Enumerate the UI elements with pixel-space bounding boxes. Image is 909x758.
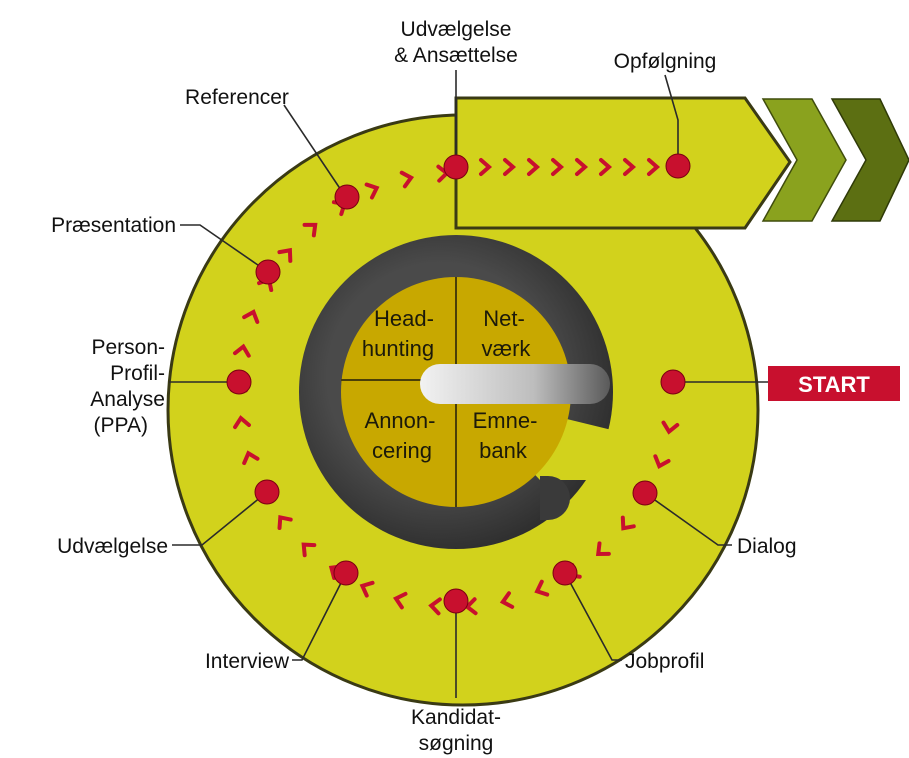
chevron-arrow-2: [830, 98, 909, 222]
leader-referencer: [283, 104, 346, 197]
interview-label: Interview: [205, 650, 290, 673]
path-chevron: [277, 247, 293, 263]
headhunting-label-1: Head-: [374, 306, 434, 331]
dialog-label: Dialog: [737, 535, 797, 558]
dot-opfolgning: [665, 153, 691, 179]
path-chevron: [653, 454, 671, 470]
path-chevron: [527, 158, 541, 176]
dot-udvaelgelse: [254, 479, 280, 505]
e-symbol: [299, 235, 620, 549]
opfolgning-label: Opfølgning: [614, 50, 717, 73]
dot-kandidatsogning: [443, 588, 469, 614]
path-chevron: [599, 158, 613, 176]
path-chevron: [503, 158, 517, 176]
leader-dialog: [644, 492, 732, 546]
dot-praesentation: [255, 259, 281, 285]
emnebank-label-1: Emne-: [473, 408, 538, 433]
start-label: START: [798, 372, 870, 397]
path-chevron: [551, 158, 565, 176]
path-chevron: [479, 158, 493, 176]
start-badge: [768, 366, 900, 401]
annoncering-label-2: cering: [372, 438, 432, 463]
path-chevron: [399, 170, 415, 189]
path-chevron: [302, 222, 318, 238]
leader-lines: [169, 70, 768, 698]
dot-ansaettelse: [443, 154, 469, 180]
ansaettelse-label-1: Udvælgelse: [401, 18, 512, 41]
kandidatsogning-label-2: søgning: [419, 732, 494, 755]
ppa-label-3: Analyse: [90, 388, 165, 411]
path-chevron: [242, 309, 260, 324]
kandidatsogning-label-1: Kandidat-: [411, 706, 501, 729]
path-chevron: [464, 597, 478, 616]
dot-referencer: [334, 184, 360, 210]
path-chevron: [575, 158, 589, 176]
path-chevron: [242, 450, 260, 466]
dot-jobprofil: [552, 560, 578, 586]
netvaerk-label-2: værk: [482, 336, 532, 361]
path-chevron: [499, 591, 515, 609]
leader-opfolgning: [664, 74, 679, 166]
ansaettelse-label-2: & Ansættelse: [394, 44, 518, 67]
process-arrow-banner: [454, 96, 792, 230]
udvaelgelse-label: Udvælgelse: [57, 535, 168, 558]
path-chevron: [534, 579, 550, 597]
dot-start: [660, 369, 686, 395]
path-chevron: [364, 182, 380, 200]
path-chevron: [647, 158, 661, 176]
ppa-label-1: Person-: [91, 336, 165, 359]
jobprofil-label: Jobprofil: [625, 650, 704, 673]
leader-praesentation: [180, 224, 269, 273]
path-chevron: [277, 514, 293, 531]
chevron-arrow-1: [761, 98, 847, 222]
leader-interview: [292, 572, 347, 661]
path-chevron: [232, 343, 251, 358]
path-chevron: [301, 542, 317, 558]
path-chevron: [623, 158, 637, 176]
path-chevron: [620, 515, 636, 531]
referencer-label: Referencer: [185, 86, 289, 109]
dot-dialog: [632, 480, 658, 506]
headhunting-label-2: hunting: [362, 336, 434, 361]
ppa-label-4: (PPA): [94, 414, 148, 437]
annoncering-label-1: Annon-: [365, 408, 436, 433]
leader-udvaelgelse: [172, 491, 268, 546]
e-slot: [420, 364, 610, 404]
path-chevron: [233, 415, 251, 430]
e-ring-tail: [540, 476, 570, 520]
path-chevron: [359, 580, 375, 598]
path-chevron: [595, 541, 611, 557]
dot-ppa: [226, 369, 252, 395]
ppa-label-2: Profil-: [110, 362, 165, 385]
emnebank-label-2: bank: [479, 438, 528, 463]
netvaerk-label-1: Net-: [483, 306, 525, 331]
path-chevron: [428, 597, 442, 616]
path-chevron: [661, 420, 680, 435]
path-chevron: [393, 591, 408, 610]
praesentation-label: Præsentation: [51, 214, 176, 237]
dot-interview: [333, 560, 359, 586]
leader-jobprofil: [564, 572, 622, 661]
